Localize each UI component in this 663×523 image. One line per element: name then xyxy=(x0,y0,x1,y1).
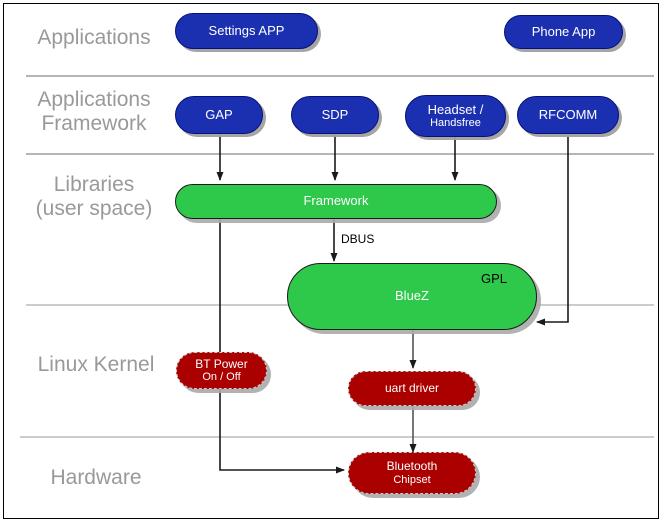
node-bluetooth-chipset-label: Bluetooth xyxy=(386,459,438,474)
node-phone-app[interactable]: Phone App xyxy=(504,15,623,49)
node-bt-power[interactable]: BT Power On / Off xyxy=(176,352,267,389)
node-settings-app-label: Settings APP xyxy=(208,22,285,38)
node-sdp[interactable]: SDP xyxy=(291,96,379,134)
layer-label-hardware: Hardware xyxy=(50,466,142,489)
dbus-edge-label: DBUS xyxy=(341,232,375,246)
layer-label-linux-kernel: Linux Kernel xyxy=(37,353,155,376)
node-phone-app-label: Phone App xyxy=(531,23,596,39)
node-bt-power-sublabel: On / Off xyxy=(202,371,241,384)
node-bt-power-label: BT Power xyxy=(195,356,248,371)
gpl-annotation: GPL xyxy=(481,271,508,286)
layer-label-applications: Applications xyxy=(37,26,151,49)
node-gap-label: GAP xyxy=(205,106,233,122)
node-rfcomm-label: RFCOMM xyxy=(538,106,598,122)
layer-label-libraries: Libraries (user space) xyxy=(35,173,153,220)
node-framework-label: Framework xyxy=(303,193,369,209)
node-headset-handsfree-sublabel: Handsfree xyxy=(430,117,481,130)
layer-label-applications-framework: Applications Framework xyxy=(37,88,151,135)
node-framework[interactable]: Framework xyxy=(175,184,497,219)
node-bluetooth-chipset[interactable]: Bluetooth Chipset xyxy=(348,452,476,494)
node-settings-app[interactable]: Settings APP xyxy=(175,13,318,49)
node-bluez-label: BlueZ xyxy=(395,288,429,304)
node-uart-driver[interactable]: uart driver xyxy=(348,371,476,406)
node-sdp-label: SDP xyxy=(321,106,349,122)
node-uart-driver-label: uart driver xyxy=(384,380,440,395)
diagram-border xyxy=(3,3,659,519)
node-bluetooth-chipset-sublabel: Chipset xyxy=(393,473,431,486)
node-headset-handsfree[interactable]: Headset / Handsfree xyxy=(405,95,506,137)
node-headset-handsfree-label: Headset / xyxy=(427,101,484,117)
node-rfcomm[interactable]: RFCOMM xyxy=(517,96,619,134)
node-gap[interactable]: GAP xyxy=(175,96,263,134)
